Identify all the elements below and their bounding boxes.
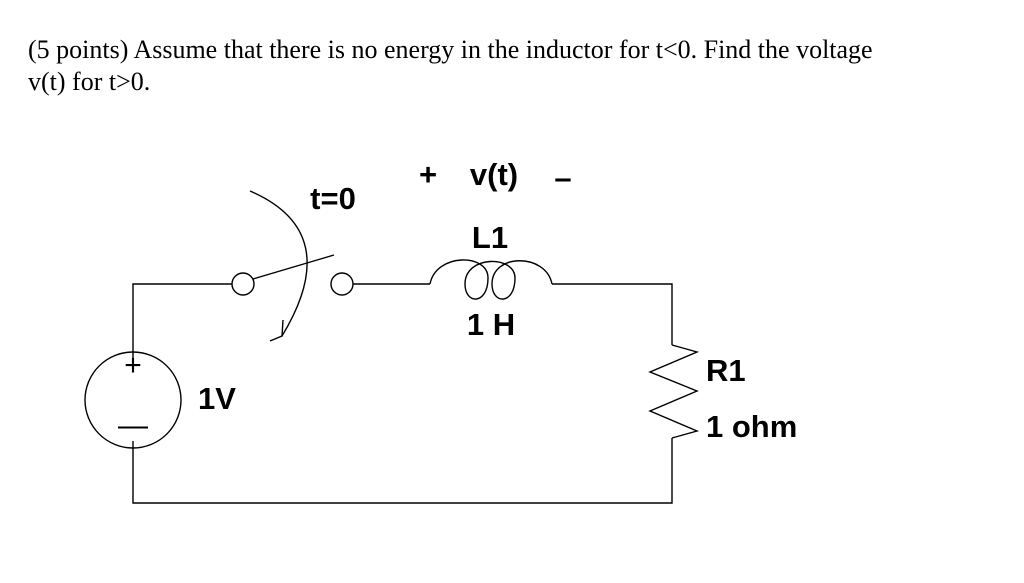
voltage-plus-label: + [419, 157, 437, 192]
resistor-value-label: 1 ohm [706, 409, 797, 444]
problem-line-1: (5 points) Assume that there is no energ… [28, 35, 873, 64]
source-circle [84, 351, 182, 449]
switch-arrow-arc [249, 190, 308, 337]
switch-label: t=0 [310, 181, 356, 216]
inductor-l1 [429, 259, 553, 300]
switch [231, 190, 354, 342]
source-minus-sign: — [118, 409, 148, 442]
inductor-value-label: 1 H [467, 307, 515, 342]
switch-terminal-right [330, 272, 354, 296]
problem-line-2: v(t) for t>0. [28, 67, 151, 96]
voltage-name-label: v(t) [470, 157, 518, 192]
switch-arrow-head [269, 319, 284, 342]
voltage-minus-label: – [554, 160, 571, 195]
source-plus-sign: + [124, 349, 142, 382]
resistor-r1 [648, 344, 700, 439]
switch-terminal-left [231, 272, 255, 296]
switch-blade [252, 254, 335, 280]
resistor-name-label: R1 [706, 353, 746, 388]
problem-statement: (5 points) Assume that there is no energ… [28, 34, 988, 98]
source-value-label: 1V [198, 381, 236, 416]
inductor-name-label: L1 [472, 220, 508, 255]
circuit-wires [132, 283, 673, 504]
voltage-source: + — [84, 349, 182, 449]
